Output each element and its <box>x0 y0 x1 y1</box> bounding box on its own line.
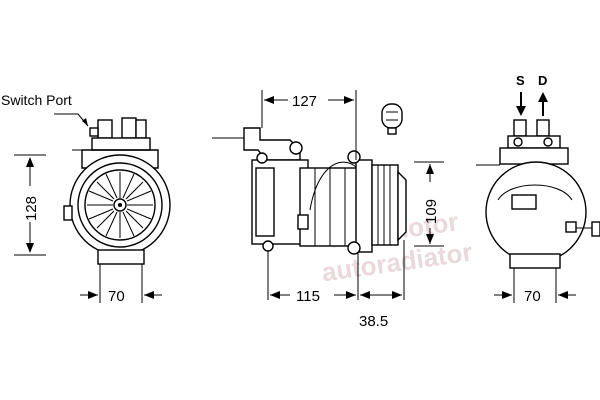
rear-lower-mount <box>509 253 561 269</box>
rear-view: S D <box>476 73 600 286</box>
switch-port-connector <box>89 127 99 137</box>
side-connector <box>297 214 309 230</box>
dim-side-top-length-value: 127 <box>292 93 317 110</box>
dim-front-width-value: 70 <box>108 288 125 305</box>
side-front-flange <box>355 159 373 253</box>
dim-side-body-length: 115 <box>270 288 356 305</box>
side-top-bracket <box>243 127 301 161</box>
dim-front-width: 70 <box>80 285 162 305</box>
front-side-plug <box>63 205 73 221</box>
side-bolt-top-left <box>256 152 268 164</box>
side-bolt-top-right <box>347 150 361 164</box>
front-pulley-ring <box>77 162 163 248</box>
front-upper-housing <box>91 137 151 151</box>
switch-port-label: Switch Port <box>1 92 72 108</box>
side-rear-cap <box>255 167 275 237</box>
pressure-switch-icon <box>381 103 403 135</box>
dim-side-height: 109 <box>414 161 444 247</box>
discharge-arrow-icon <box>538 92 548 102</box>
side-pulley <box>371 164 399 246</box>
switch-port-arrowhead <box>82 118 88 126</box>
front-fitting-center <box>121 117 137 139</box>
rear-fitting-suction <box>513 119 527 137</box>
dim-rear-width: 70 <box>494 286 576 305</box>
rear-label-plate <box>511 194 537 210</box>
dim-rear-width-value: 70 <box>524 288 541 305</box>
dim-side-body-length-value: 115 <box>296 288 320 305</box>
side-bolt-bottom-right <box>347 241 361 255</box>
side-fitting-top <box>289 141 303 155</box>
front-clutch-segments <box>87 172 153 238</box>
side-view <box>212 90 407 300</box>
dim-side-clutch-length: 38.5 <box>359 291 402 330</box>
switch-port-leader <box>54 113 89 127</box>
dim-side-top-length: 127 <box>264 93 354 110</box>
rear-plug <box>565 221 577 233</box>
rear-side-connector <box>591 221 600 237</box>
front-clutch-plate <box>84 169 156 241</box>
rear-housing-detail <box>497 184 573 201</box>
front-fitting-left <box>97 119 113 139</box>
front-fitting-right <box>135 119 147 139</box>
front-lower-mount <box>97 249 145 265</box>
dim-side-height-value: 109 <box>423 199 440 224</box>
side-clutch-hub <box>397 170 407 242</box>
front-mount-top <box>81 149 159 169</box>
dim-side-clutch-length-value: 38.5 <box>359 313 388 330</box>
rear-housing <box>485 161 587 263</box>
discharge-label: D <box>538 73 547 88</box>
side-bolt-bottom-left <box>262 240 274 252</box>
suction-label: S <box>516 73 525 88</box>
suction-arrow-icon <box>516 106 526 116</box>
front-view <box>63 117 171 285</box>
dim-front-height: 128 <box>14 154 46 256</box>
dim-front-height-value: 128 <box>23 196 40 221</box>
rear-fitting-discharge <box>536 119 550 137</box>
front-hub-bolt <box>118 203 122 207</box>
